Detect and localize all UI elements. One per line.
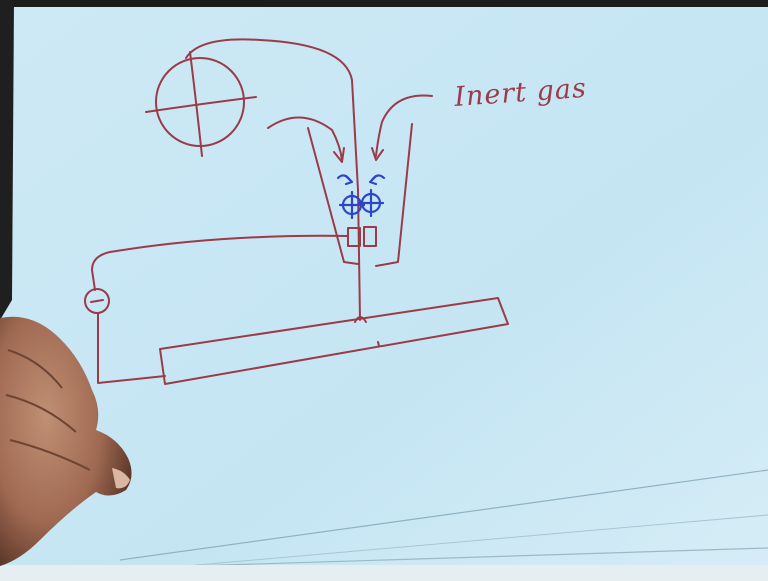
workpiece-mark	[378, 342, 379, 346]
top-dark-edge	[0, 0, 768, 7]
bottom-margin	[0, 565, 768, 581]
left-dark-edge	[0, 0, 14, 320]
